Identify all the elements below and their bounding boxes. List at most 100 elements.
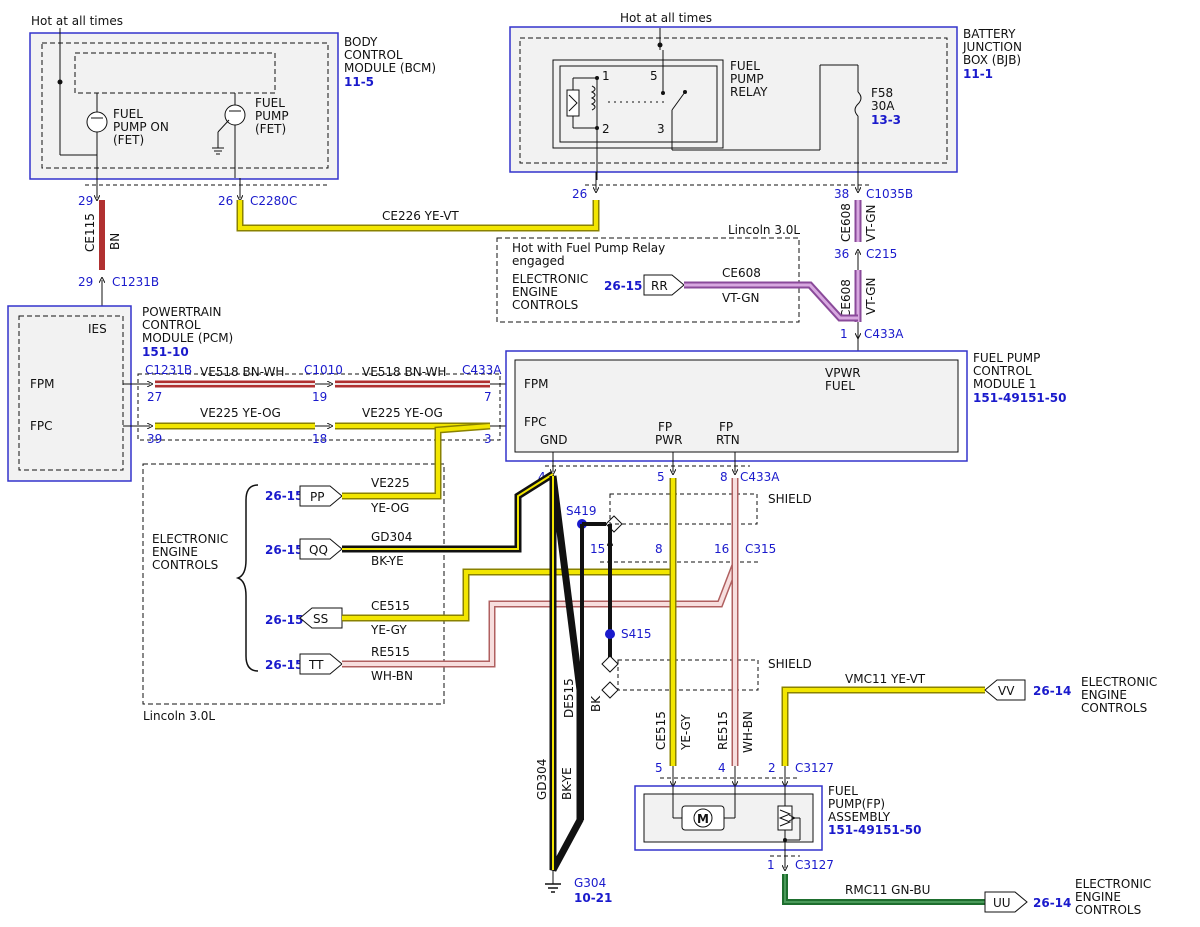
pin-36: 36 <box>834 247 849 261</box>
pin-16: 16 <box>714 542 729 556</box>
eec-top-label-1: ELECTRONIC <box>512 272 588 286</box>
fpcm-fpc: FPC <box>524 415 547 429</box>
fuel-pump-assembly <box>634 784 823 860</box>
wire-label-ve518-a: VE518 BN-WH <box>200 365 284 379</box>
eec-ref-ss[interactable]: 26-15 <box>265 613 303 627</box>
fpcm-fp-pwr-1: FP <box>658 420 672 434</box>
wire-label-ce608-b: CE608 <box>839 279 853 318</box>
ground-icon <box>212 147 224 155</box>
eec-right-label-vv-3: CONTROLS <box>1081 701 1147 715</box>
fpcm-title-2: CONTROL <box>973 364 1032 378</box>
conn-c1231b-top: C1231B <box>112 275 159 289</box>
eec-right-ref-vv[interactable]: 26-14 <box>1033 684 1071 698</box>
tag-uu[interactable]: UU <box>993 896 1011 910</box>
ground-name: G304 <box>574 876 606 890</box>
eec-right-ref-uu[interactable]: 26-14 <box>1033 896 1071 910</box>
motor-label: M <box>697 812 709 826</box>
eec-top-hot-1: Hot with Fuel Pump Relay <box>512 241 665 255</box>
pin-39: 39 <box>147 432 162 446</box>
pin-5-c3127: 5 <box>655 761 663 775</box>
fpcm-fpm: FPM <box>524 377 549 391</box>
eec-ref-tt[interactable]: 26-15 <box>265 658 303 672</box>
wire-label-gd304-b: GD304 <box>535 759 549 800</box>
eec-left-label-1: ELECTRONIC <box>152 532 228 546</box>
splice-s419-label: S419 <box>566 504 597 518</box>
bjb-hot-label: Hot at all times <box>620 11 712 25</box>
eec-right-label-vv-1: ELECTRONIC <box>1081 675 1157 689</box>
bjb-title-1: BATTERY <box>963 27 1016 41</box>
tag-vv[interactable]: VV <box>998 684 1015 698</box>
bcm-title-1: BODY <box>344 35 378 49</box>
wire-label-ye-og: YE-OG <box>370 501 409 515</box>
eec-right-label-uu-2: ENGINE <box>1075 890 1121 904</box>
wire-label-vtgn-top: VT-GN <box>722 291 759 305</box>
wire-label-ye-gy-a: YE-GY <box>370 623 407 637</box>
wire-gd304-ground <box>549 475 584 872</box>
bjb-ref[interactable]: 11-1 <box>963 67 993 81</box>
fpcm-ref[interactable]: 151-49151-50 <box>973 391 1066 405</box>
tag-ss[interactable]: SS <box>313 612 328 626</box>
ground-ref[interactable]: 10-21 <box>574 891 612 905</box>
fpcm-title-3: MODULE 1 <box>973 377 1037 391</box>
conn-c1035b: C1035B <box>866 187 913 201</box>
bcm-ref[interactable]: 11-5 <box>344 75 374 89</box>
fpcm-fp-rtn-2: RTN <box>716 433 740 447</box>
eec-left-label-3: CONTROLS <box>152 558 218 572</box>
pin-27: 27 <box>147 390 162 404</box>
pin-8-rtn: 8 <box>720 470 728 484</box>
shield-label-2: SHIELD <box>768 657 812 671</box>
wire-label-vmc11: VMC11 YE-VT <box>845 672 926 686</box>
pcm-ref[interactable]: 151-10 <box>142 345 189 359</box>
wire-label-vtgn-b: VT-GN <box>864 278 878 315</box>
bcm-pin-29: 29 <box>78 194 93 208</box>
bjb-title-2: JUNCTION <box>962 40 1022 54</box>
eec-top-hot-2: engaged <box>512 254 565 268</box>
fuse-f58-icon <box>854 91 862 117</box>
pin-3: 3 <box>484 432 492 446</box>
tag-qq-icon <box>299 538 343 560</box>
eec-top-ref[interactable]: 26-15 <box>604 279 642 293</box>
eec-ref-pp[interactable]: 26-15 <box>265 489 303 503</box>
splice-s415-label: S415 <box>621 627 652 641</box>
relay-label-3: RELAY <box>730 85 768 99</box>
bcm-fet2-3: (FET) <box>255 122 286 136</box>
fpcm-fp-pwr-2: PWR <box>655 433 682 447</box>
fp-title-2: PUMP(FP) <box>828 797 885 811</box>
wire-label-vtgn-a: VT-GN <box>864 205 878 242</box>
pcm-pin-29: 29 <box>78 275 93 289</box>
wire-label-wh-bn-b: WH-BN <box>741 711 755 753</box>
bjb-title-3: BOX (BJB) <box>963 53 1021 67</box>
wire-label-ve225-b: VE225 YE-OG <box>362 406 443 420</box>
shield-label-1: SHIELD <box>768 492 812 506</box>
pcm-title-2: CONTROL <box>142 318 201 332</box>
fuse-ref[interactable]: 13-3 <box>871 113 901 127</box>
wire-label-bk: BK <box>589 695 603 712</box>
fp-ref[interactable]: 151-49151-50 <box>828 823 921 837</box>
wire-label-ce608-top: CE608 <box>722 266 761 280</box>
conn-c433a-mid: C433A <box>462 363 502 377</box>
conn-c3127-top: C3127 <box>795 761 834 775</box>
conn-c3127-bottom: C3127 <box>795 858 834 872</box>
pcm-fpm: FPM <box>30 377 55 391</box>
conn-c1231b: C1231B <box>145 363 192 377</box>
tag-qq[interactable]: QQ <box>309 543 328 557</box>
tag-uu-icon <box>984 891 1028 913</box>
pcm-title-3: MODULE (PCM) <box>142 331 233 345</box>
eec-ref-qq[interactable]: 26-15 <box>265 543 303 557</box>
eec-left-lincoln-box <box>142 463 445 705</box>
wire-label-bn: BN <box>108 233 122 250</box>
wire-vmc11 <box>781 686 985 766</box>
relay-pin-3: 3 <box>657 122 665 136</box>
eec-right-label-vv-2: ENGINE <box>1081 688 1127 702</box>
wire-label-ve518-b: VE518 BN-WH <box>362 365 446 379</box>
eec-left-lincoln: Lincoln 3.0L <box>143 709 215 723</box>
tag-tt[interactable]: TT <box>308 658 324 672</box>
pin-2-c3127: 2 <box>768 761 776 775</box>
conn-c315: C315 <box>745 542 776 556</box>
fpcm-fp-rtn-1: FP <box>719 420 733 434</box>
tag-pp[interactable]: PP <box>310 490 324 504</box>
relay-label-2: PUMP <box>730 72 764 86</box>
tag-rr[interactable]: RR <box>651 279 668 293</box>
pin-5-pwr: 5 <box>657 470 665 484</box>
